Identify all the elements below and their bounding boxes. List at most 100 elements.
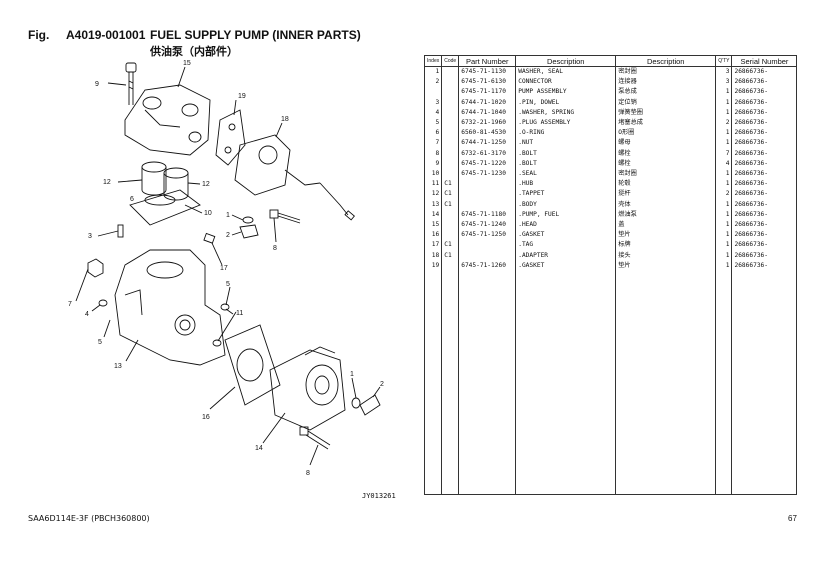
cell-part-number: 6732-61-3170 bbox=[458, 148, 517, 159]
cell-description: .BODY bbox=[515, 199, 617, 210]
cell-part-number: 6745-71-1250 bbox=[458, 230, 517, 241]
cell-description-cn: 密封圈 bbox=[615, 169, 717, 180]
washer-drawing-4 bbox=[98, 299, 108, 307]
callout-8b: 8 bbox=[306, 470, 310, 477]
plug-drawing-5 bbox=[220, 303, 230, 311]
pin-drawing-3 bbox=[117, 224, 124, 238]
footer-model: SAA6D114E-3F (PBCH360800) bbox=[28, 514, 150, 523]
cell-description: .GASKET bbox=[515, 260, 617, 272]
cell-code bbox=[441, 148, 460, 159]
adapter-drawing-18 bbox=[234, 134, 355, 221]
cell-qty: 3 bbox=[715, 66, 733, 78]
table-header-row: Index Code Part Number Description Descr… bbox=[423, 55, 798, 67]
col-qty: Q'TY bbox=[715, 55, 733, 67]
cell-serial: 26866736- bbox=[731, 199, 798, 210]
cell-part-number: 6744-71-1020 bbox=[458, 97, 517, 108]
cell-qty: 1 bbox=[715, 220, 733, 231]
cell-serial: 26866736- bbox=[731, 169, 798, 180]
cell-serial: 26866736- bbox=[731, 260, 798, 272]
callout-15: 15 bbox=[183, 60, 191, 67]
cell-code: C1 bbox=[441, 250, 460, 261]
cell-part-number: 6745-71-6130 bbox=[458, 77, 517, 88]
cell-serial: 26866736- bbox=[731, 118, 798, 129]
col-serial: Serial Number bbox=[731, 55, 798, 67]
col-part-number: Part Number bbox=[458, 55, 517, 67]
empty-cell bbox=[441, 271, 460, 496]
callout-13: 13 bbox=[114, 363, 122, 370]
cell-index: 5 bbox=[423, 118, 443, 129]
connector-drawing-2b bbox=[359, 394, 381, 416]
empty-cell bbox=[615, 271, 717, 496]
cell-description-cn: 燃油泵 bbox=[615, 209, 717, 221]
cell-index: 17 bbox=[423, 240, 443, 251]
bolt-drawing-9 bbox=[125, 62, 137, 105]
cell-description-cn: 泵总成 bbox=[615, 87, 717, 98]
cell-index: 13 bbox=[423, 199, 443, 210]
o-ring-drawing-6 bbox=[144, 194, 176, 206]
callout-4: 4 bbox=[85, 311, 89, 318]
cell-description-cn: 螺栓 bbox=[615, 158, 717, 170]
body-drawing-13 bbox=[114, 249, 226, 366]
cell-qty: 1 bbox=[715, 107, 733, 119]
callout-2a: 2 bbox=[226, 232, 230, 239]
cell-index: 7 bbox=[423, 138, 443, 149]
cell-description: .BOLT bbox=[515, 158, 617, 170]
cell-code bbox=[441, 97, 460, 108]
cell-description: .SEAL bbox=[515, 169, 617, 180]
callout-19: 19 bbox=[238, 93, 246, 100]
tag-drawing-17 bbox=[203, 232, 216, 244]
cell-qty: 1 bbox=[715, 250, 733, 261]
cell-part-number: 6732-21-1960 bbox=[458, 118, 517, 129]
fuel-pump-drawing-14 bbox=[269, 346, 346, 431]
cell-index: 1 bbox=[423, 66, 443, 78]
cell-part-number: 6745-71-1130 bbox=[458, 66, 517, 78]
callout-8a: 8 bbox=[273, 245, 277, 252]
cell-code bbox=[441, 138, 460, 149]
callout-5b: 5 bbox=[226, 281, 230, 288]
cell-code bbox=[441, 220, 460, 231]
connector-drawing-2a bbox=[239, 224, 259, 239]
bolt-drawing-8a bbox=[269, 209, 301, 224]
figure-code: A4019-001001 bbox=[66, 28, 146, 42]
callout-18: 18 bbox=[281, 116, 289, 123]
cell-serial: 26866736- bbox=[731, 66, 798, 78]
cell-index: 4 bbox=[423, 107, 443, 119]
cell-qty: 2 bbox=[715, 118, 733, 129]
empty-cell bbox=[515, 271, 617, 496]
table-filler-row bbox=[423, 271, 798, 496]
cell-description-cn: 连接器 bbox=[615, 77, 717, 88]
cell-description-cn: 螺母 bbox=[615, 138, 717, 149]
cell-description-cn: 挺杆 bbox=[615, 189, 717, 200]
cell-description-cn: 盖 bbox=[615, 220, 717, 231]
callout-2b: 2 bbox=[380, 381, 384, 388]
cell-description: PUMP ASSEMBLY bbox=[515, 87, 617, 98]
cell-code bbox=[441, 66, 460, 78]
cell-index: 2 bbox=[423, 77, 443, 88]
cell-index: 10 bbox=[423, 169, 443, 180]
cell-part-number: 6745-71-1170 bbox=[458, 87, 517, 98]
cell-description: .HUB bbox=[515, 179, 617, 190]
callout-1a: 1 bbox=[226, 212, 230, 219]
cell-description-cn: 壳体 bbox=[615, 199, 717, 210]
cell-description: .NUT bbox=[515, 138, 617, 149]
empty-cell bbox=[715, 271, 733, 496]
nut-drawing-7 bbox=[87, 258, 104, 278]
cell-description: .PIN, DOWEL bbox=[515, 97, 617, 108]
cell-serial: 26866736- bbox=[731, 220, 798, 231]
cell-code: C1 bbox=[441, 199, 460, 210]
cell-serial: 26866736- bbox=[731, 77, 798, 88]
cell-index: 16 bbox=[423, 230, 443, 241]
cell-index: 12 bbox=[423, 189, 443, 200]
page-subtitle: 供油泵（内部件） bbox=[150, 46, 238, 58]
callout-11: 11 bbox=[236, 310, 243, 317]
empty-cell bbox=[731, 271, 798, 496]
cell-index bbox=[423, 87, 443, 98]
figure-label: Fig. bbox=[28, 28, 50, 42]
col-index: Index bbox=[423, 55, 443, 67]
